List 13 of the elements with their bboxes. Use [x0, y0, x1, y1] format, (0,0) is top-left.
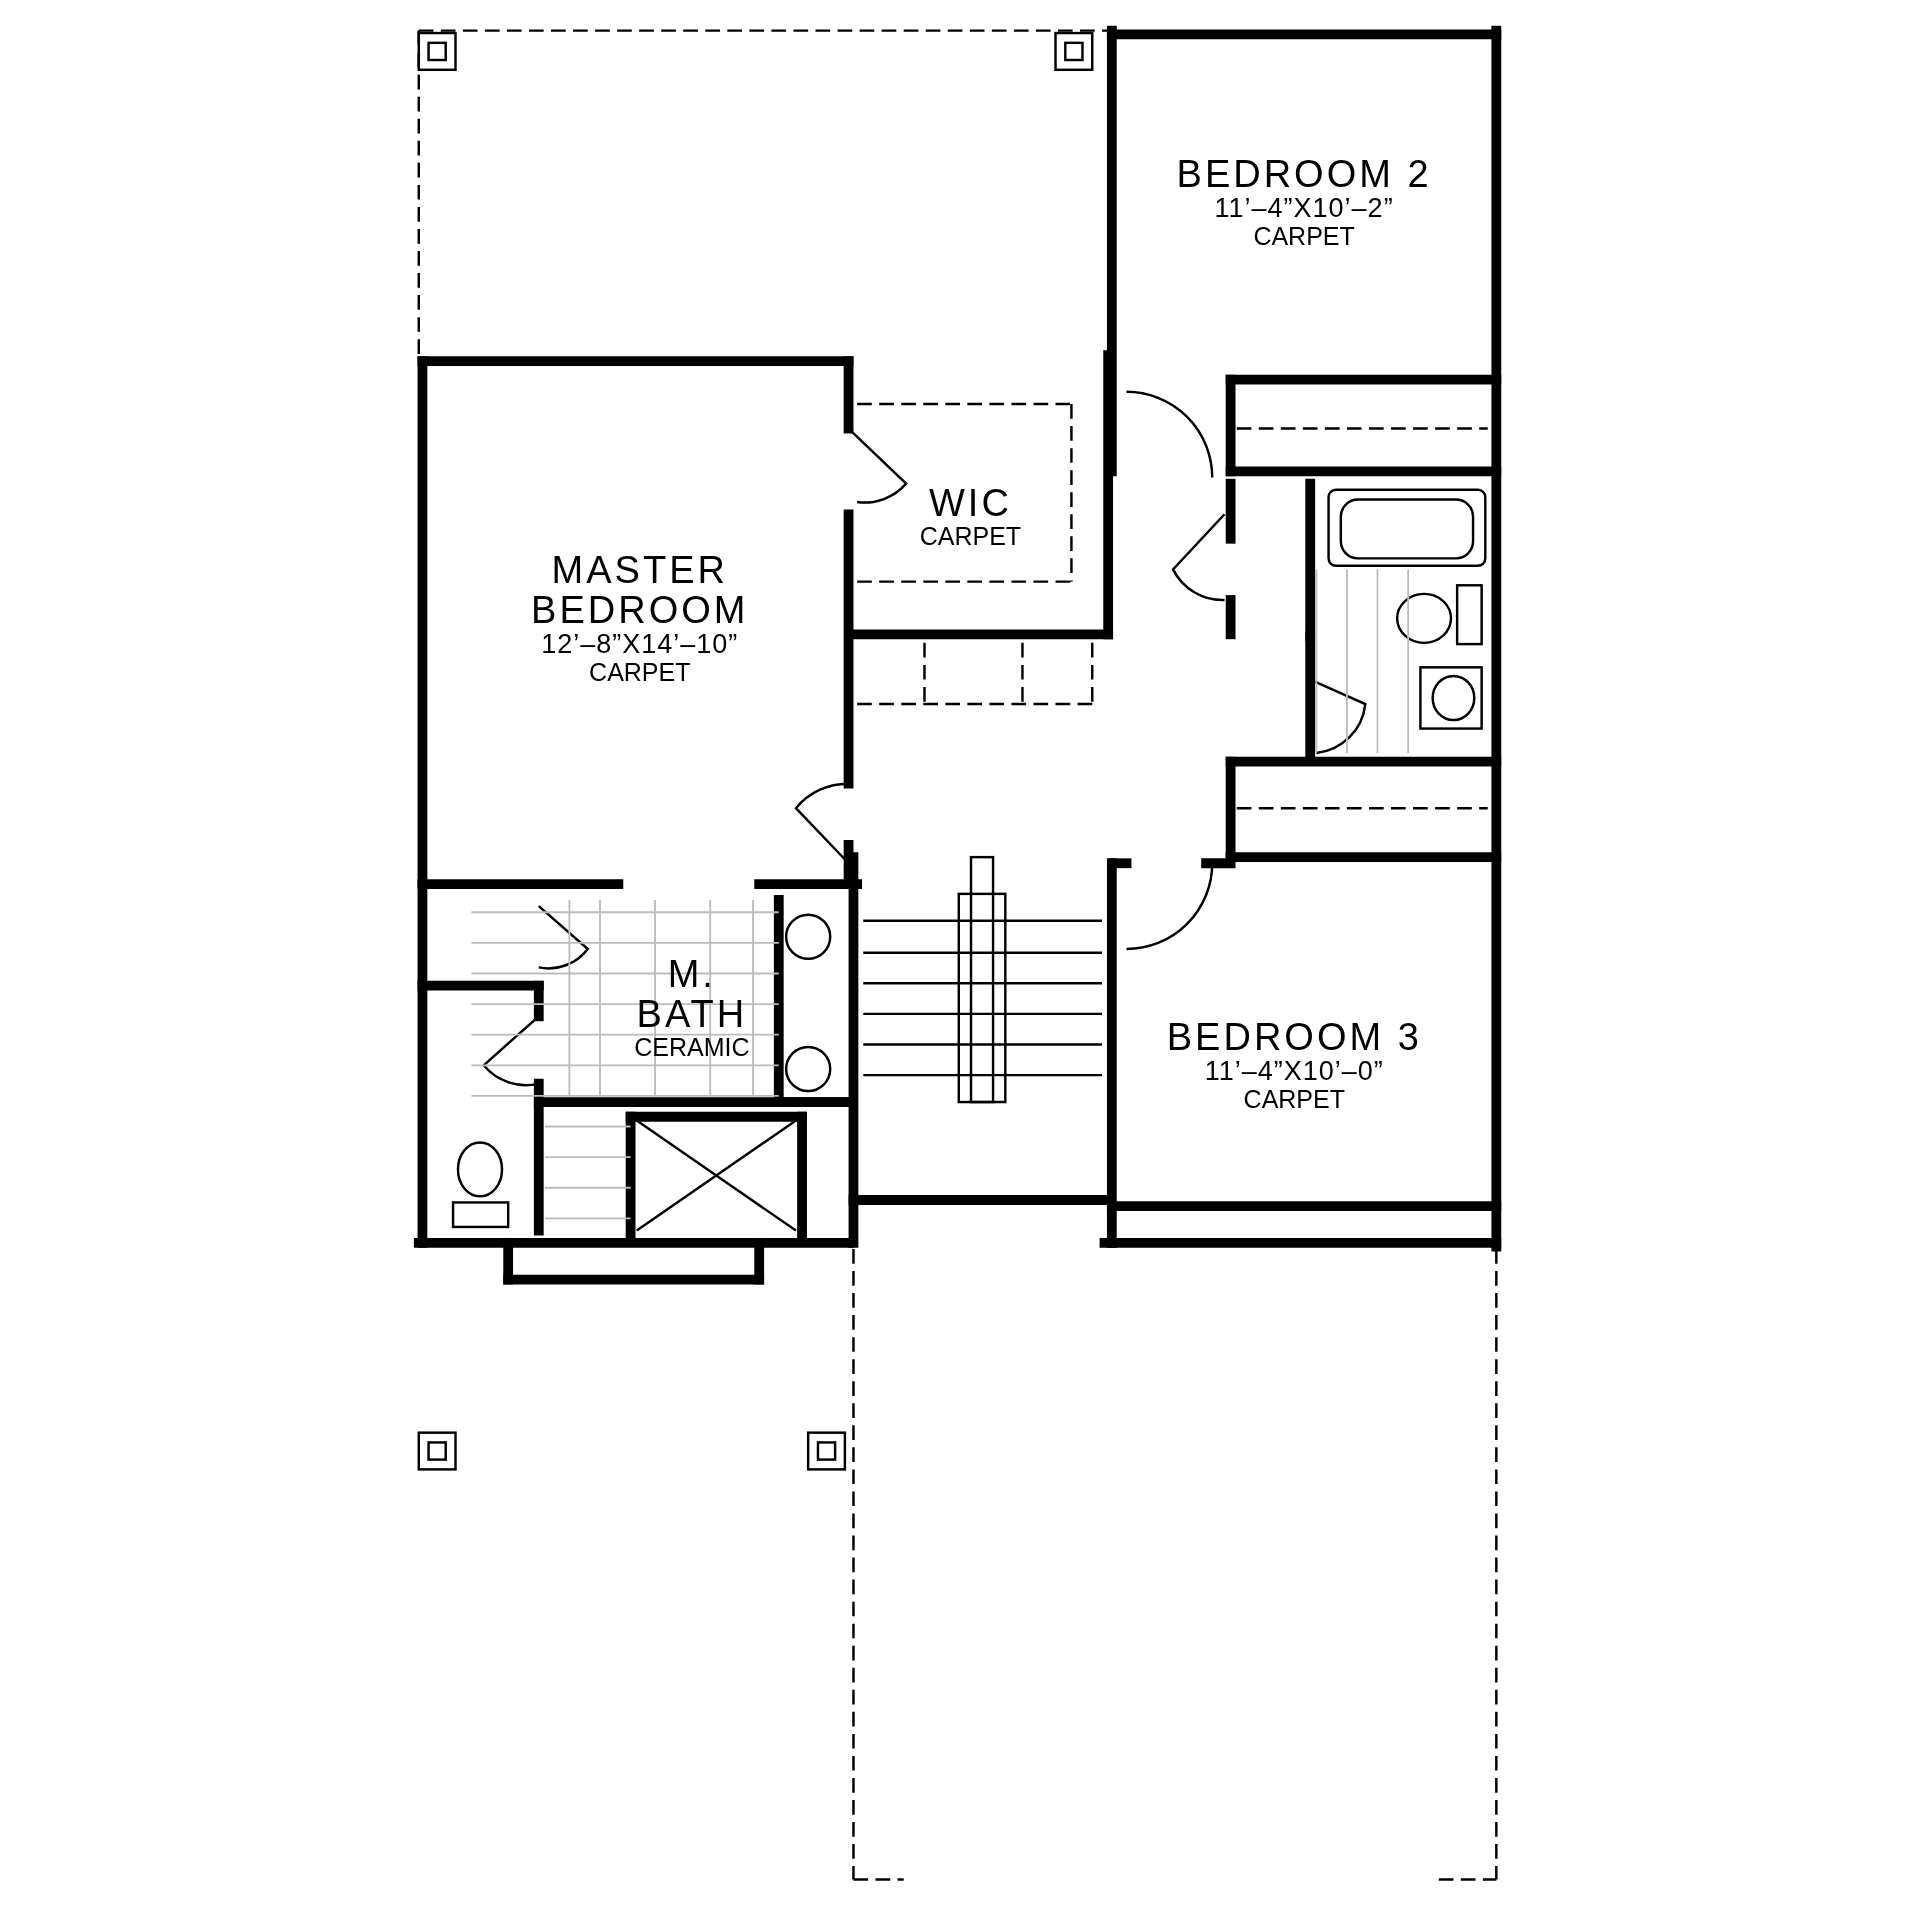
- floor-finish: CARPET: [1253, 223, 1355, 251]
- room-name: M. BATH: [635, 953, 749, 1034]
- room-dimensions: 11’–4”X10’–0”: [1204, 1057, 1384, 1087]
- room-name: BEDROOM 2: [1175, 154, 1433, 195]
- floor-finish: CARPET: [919, 523, 1022, 551]
- floor-finish: CERAMIC: [634, 1033, 750, 1061]
- room-dimensions: 12’–8”X14’–10”: [541, 630, 739, 660]
- room-name: WIC: [927, 483, 1013, 524]
- room-dimensions: 11’–4”X10’–2”: [1214, 194, 1394, 224]
- room-name: MASTER BEDROOM: [530, 550, 750, 631]
- floor-finish: CARPET: [1243, 1086, 1345, 1114]
- floor-finish: CARPET: [589, 659, 691, 687]
- room-name: BEDROOM 3: [1165, 1017, 1423, 1058]
